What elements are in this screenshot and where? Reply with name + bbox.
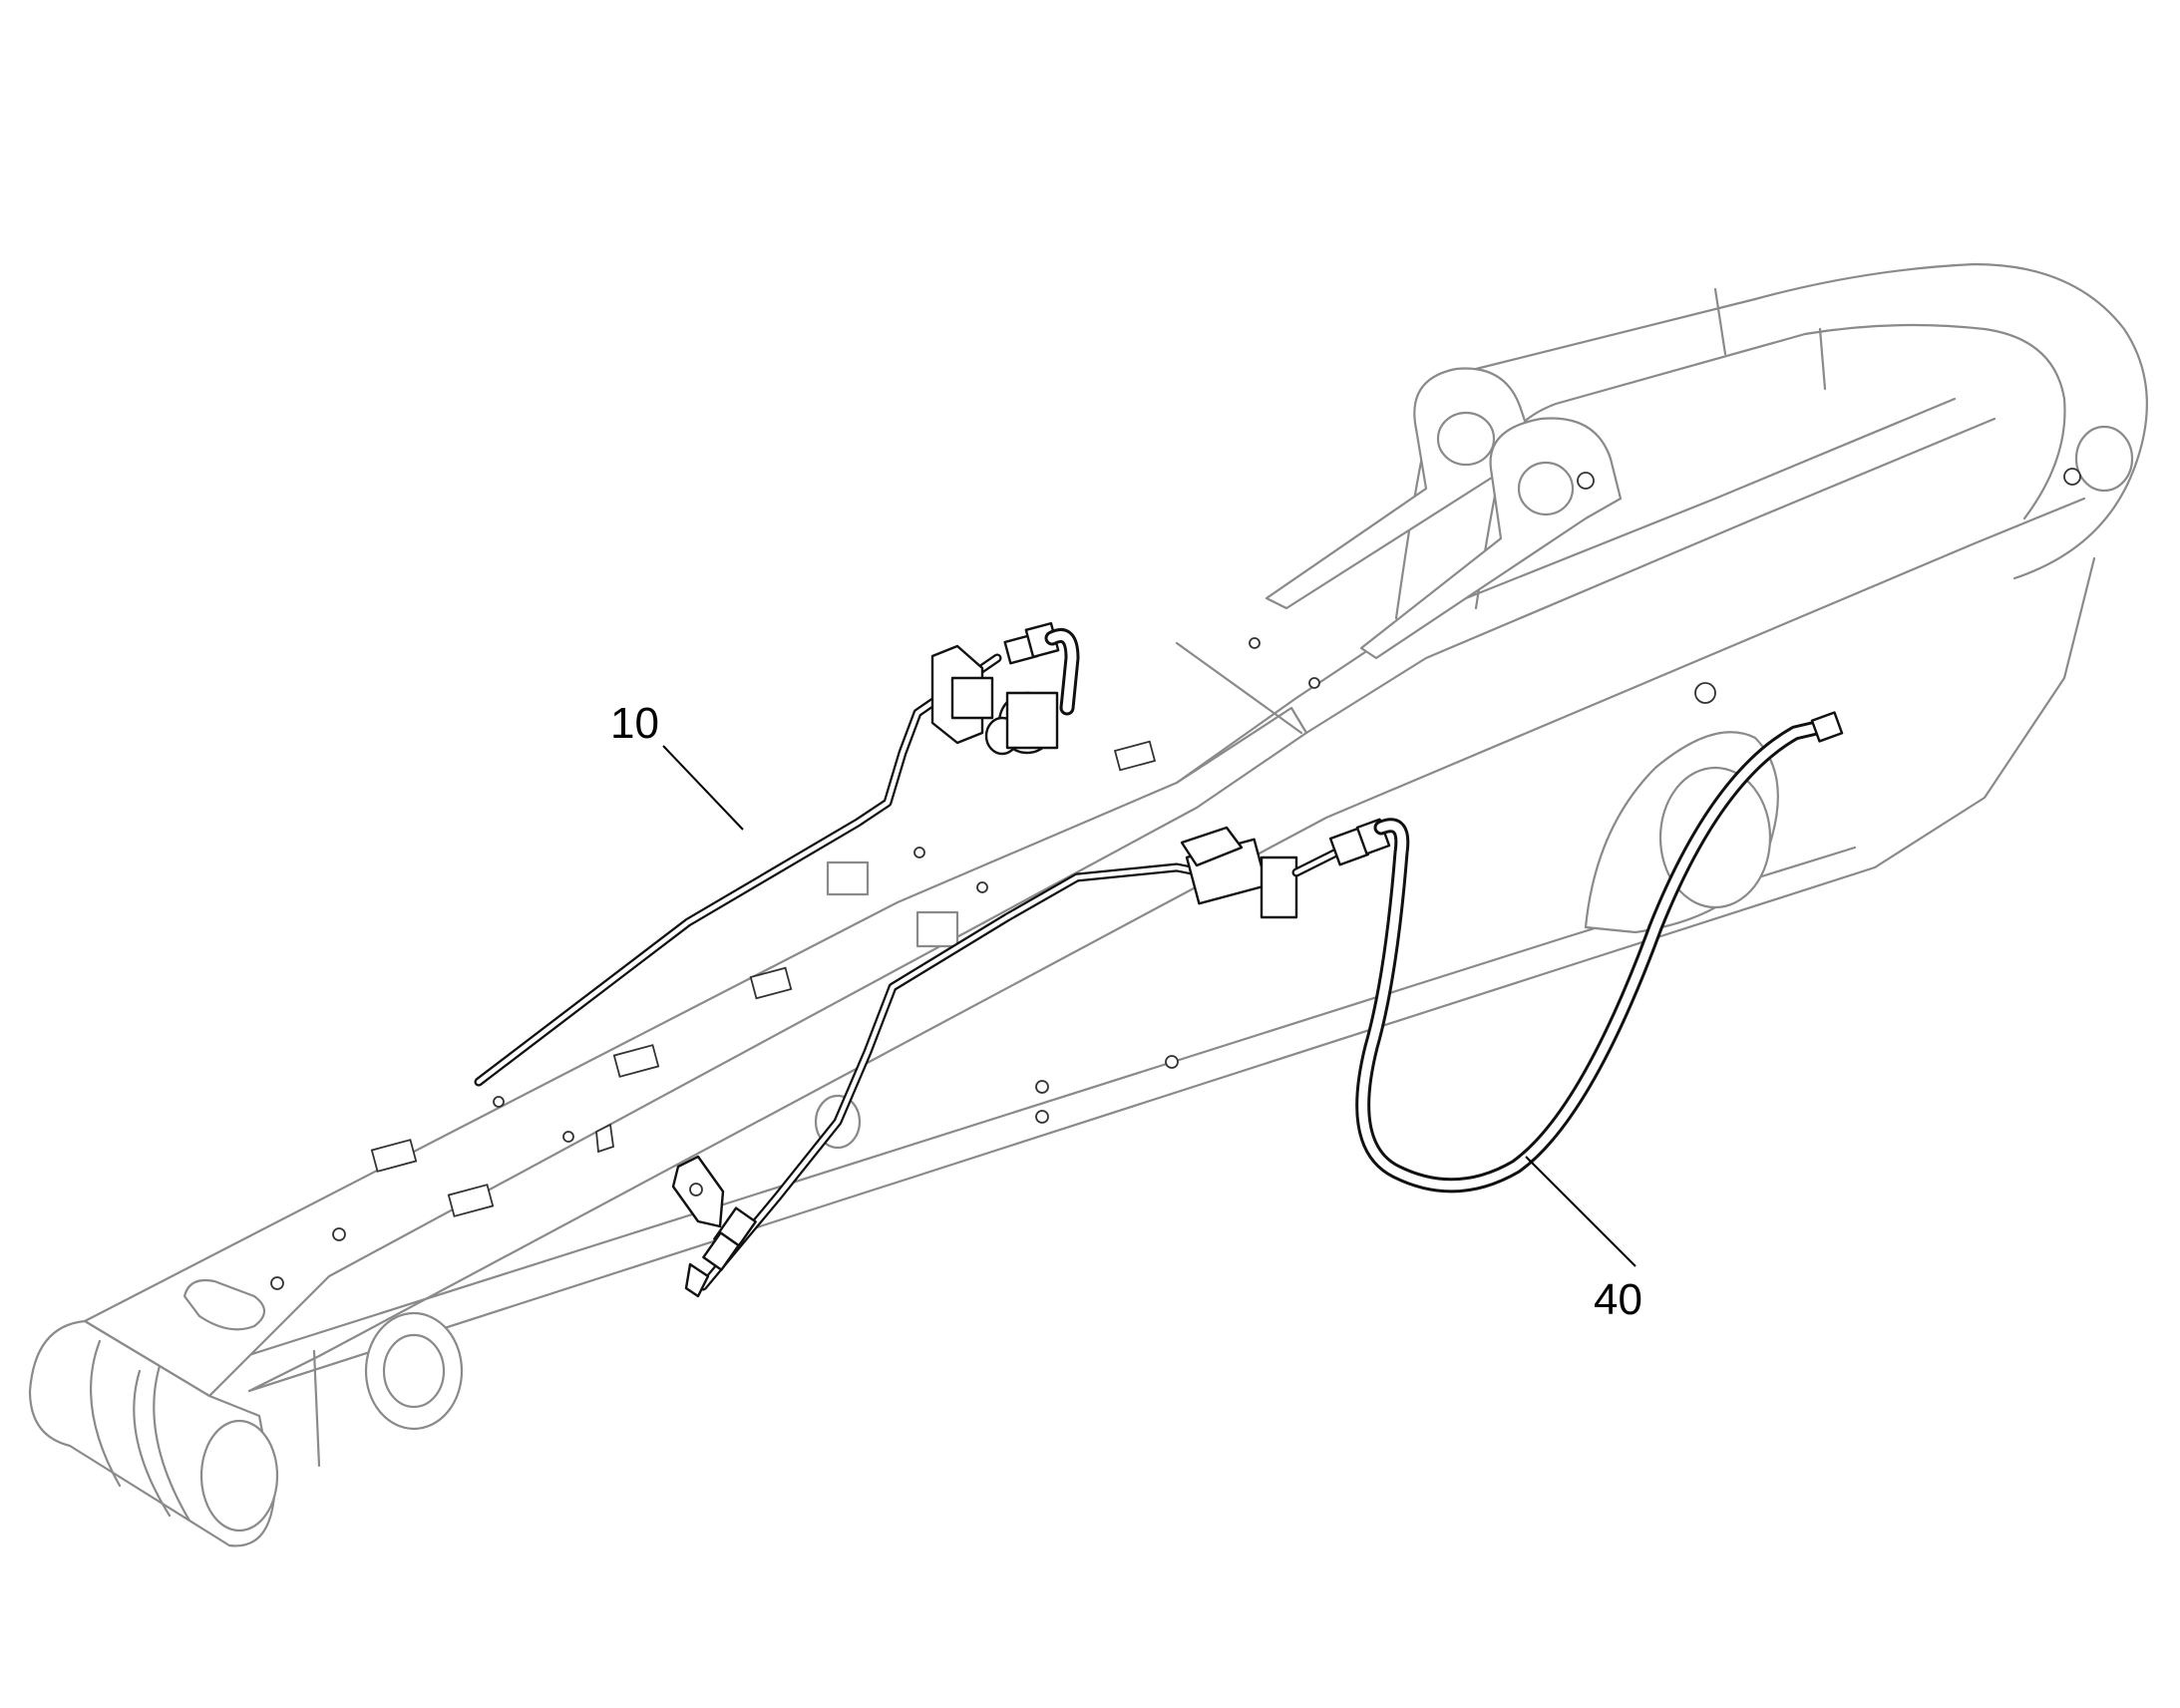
stud-3 bbox=[913, 847, 925, 858]
boom-foot-ring-2 bbox=[153, 1364, 191, 1523]
callout-40-label: 40 bbox=[1594, 1275, 1642, 1324]
boom-top-plate-right-lower bbox=[1304, 417, 1997, 735]
boom-tip-hole bbox=[2074, 425, 2134, 493]
stud-8 bbox=[1035, 1110, 1049, 1124]
block-2 bbox=[915, 910, 959, 948]
boom-structure bbox=[28, 262, 2148, 1547]
valve-body-upper bbox=[1005, 691, 1059, 750]
stud-1 bbox=[493, 1096, 505, 1108]
hose-end-fitting bbox=[1810, 711, 1844, 743]
elbow-10-inner bbox=[1047, 631, 1077, 713]
stud-7 bbox=[1035, 1080, 1049, 1094]
callout-10-label: 10 bbox=[610, 699, 659, 748]
boom-foot-pin bbox=[199, 1419, 279, 1533]
bracket-plate-right bbox=[1359, 417, 1623, 660]
bracket-hole-right bbox=[1517, 461, 1575, 516]
pipe-line-10 bbox=[474, 621, 1080, 1087]
callout-40-leader bbox=[1525, 1156, 1636, 1267]
boom-foot-ring-3 bbox=[90, 1339, 122, 1488]
end-fitting-b bbox=[702, 1231, 740, 1271]
bracket-hole-left bbox=[1436, 411, 1496, 467]
boom-plate-joint bbox=[1175, 641, 1303, 735]
boom-tip-nut bbox=[2063, 468, 2081, 486]
boom-foot-side bbox=[312, 1349, 321, 1468]
pad-1 bbox=[370, 1139, 418, 1173]
bracket-nut bbox=[1577, 472, 1595, 490]
block-1 bbox=[826, 860, 870, 896]
pipe-40-tube-inner bbox=[700, 864, 1230, 1289]
pad-4 bbox=[749, 966, 793, 1000]
end-flange-hole bbox=[689, 1183, 703, 1196]
boom-foot-boss-inner bbox=[382, 1333, 446, 1409]
valve-plate-upper bbox=[950, 676, 994, 720]
top-plate-oval-plate bbox=[182, 1278, 266, 1331]
hose-40-inner bbox=[1358, 721, 1830, 1191]
boom-foot-ring-1 bbox=[133, 1369, 172, 1518]
boom-side-top-edge bbox=[247, 497, 2086, 1393]
stud-4 bbox=[976, 881, 988, 893]
pipe-40-connector-inner bbox=[1293, 850, 1339, 875]
valve-cap-lower bbox=[1180, 826, 1244, 867]
stud-6 bbox=[1308, 677, 1320, 689]
valve-clamp-lower bbox=[1260, 855, 1298, 919]
end-nipple bbox=[684, 1262, 710, 1298]
boom-seam-2 bbox=[1818, 327, 1827, 391]
pad-5 bbox=[1113, 740, 1157, 772]
pad-3 bbox=[612, 1044, 660, 1078]
mount-bolt bbox=[1694, 682, 1716, 704]
pipe-10-tube-inner bbox=[476, 655, 1000, 1085]
stud-9 bbox=[1165, 1055, 1179, 1069]
pad-2 bbox=[447, 1184, 495, 1217]
callout-40-group: 40 bbox=[1525, 1156, 1642, 1324]
stud-2 bbox=[562, 1131, 574, 1143]
top-plate-bolt-a bbox=[332, 1227, 346, 1241]
callout-10-leader bbox=[662, 745, 744, 831]
top-plate-bolt-b bbox=[270, 1276, 284, 1290]
pipe-line-40 bbox=[671, 711, 1844, 1298]
clip-1 bbox=[595, 1123, 614, 1154]
boom-seam-1 bbox=[1713, 287, 1727, 356]
stud-5 bbox=[1249, 637, 1261, 649]
callout-10-group: 10 bbox=[610, 699, 744, 831]
